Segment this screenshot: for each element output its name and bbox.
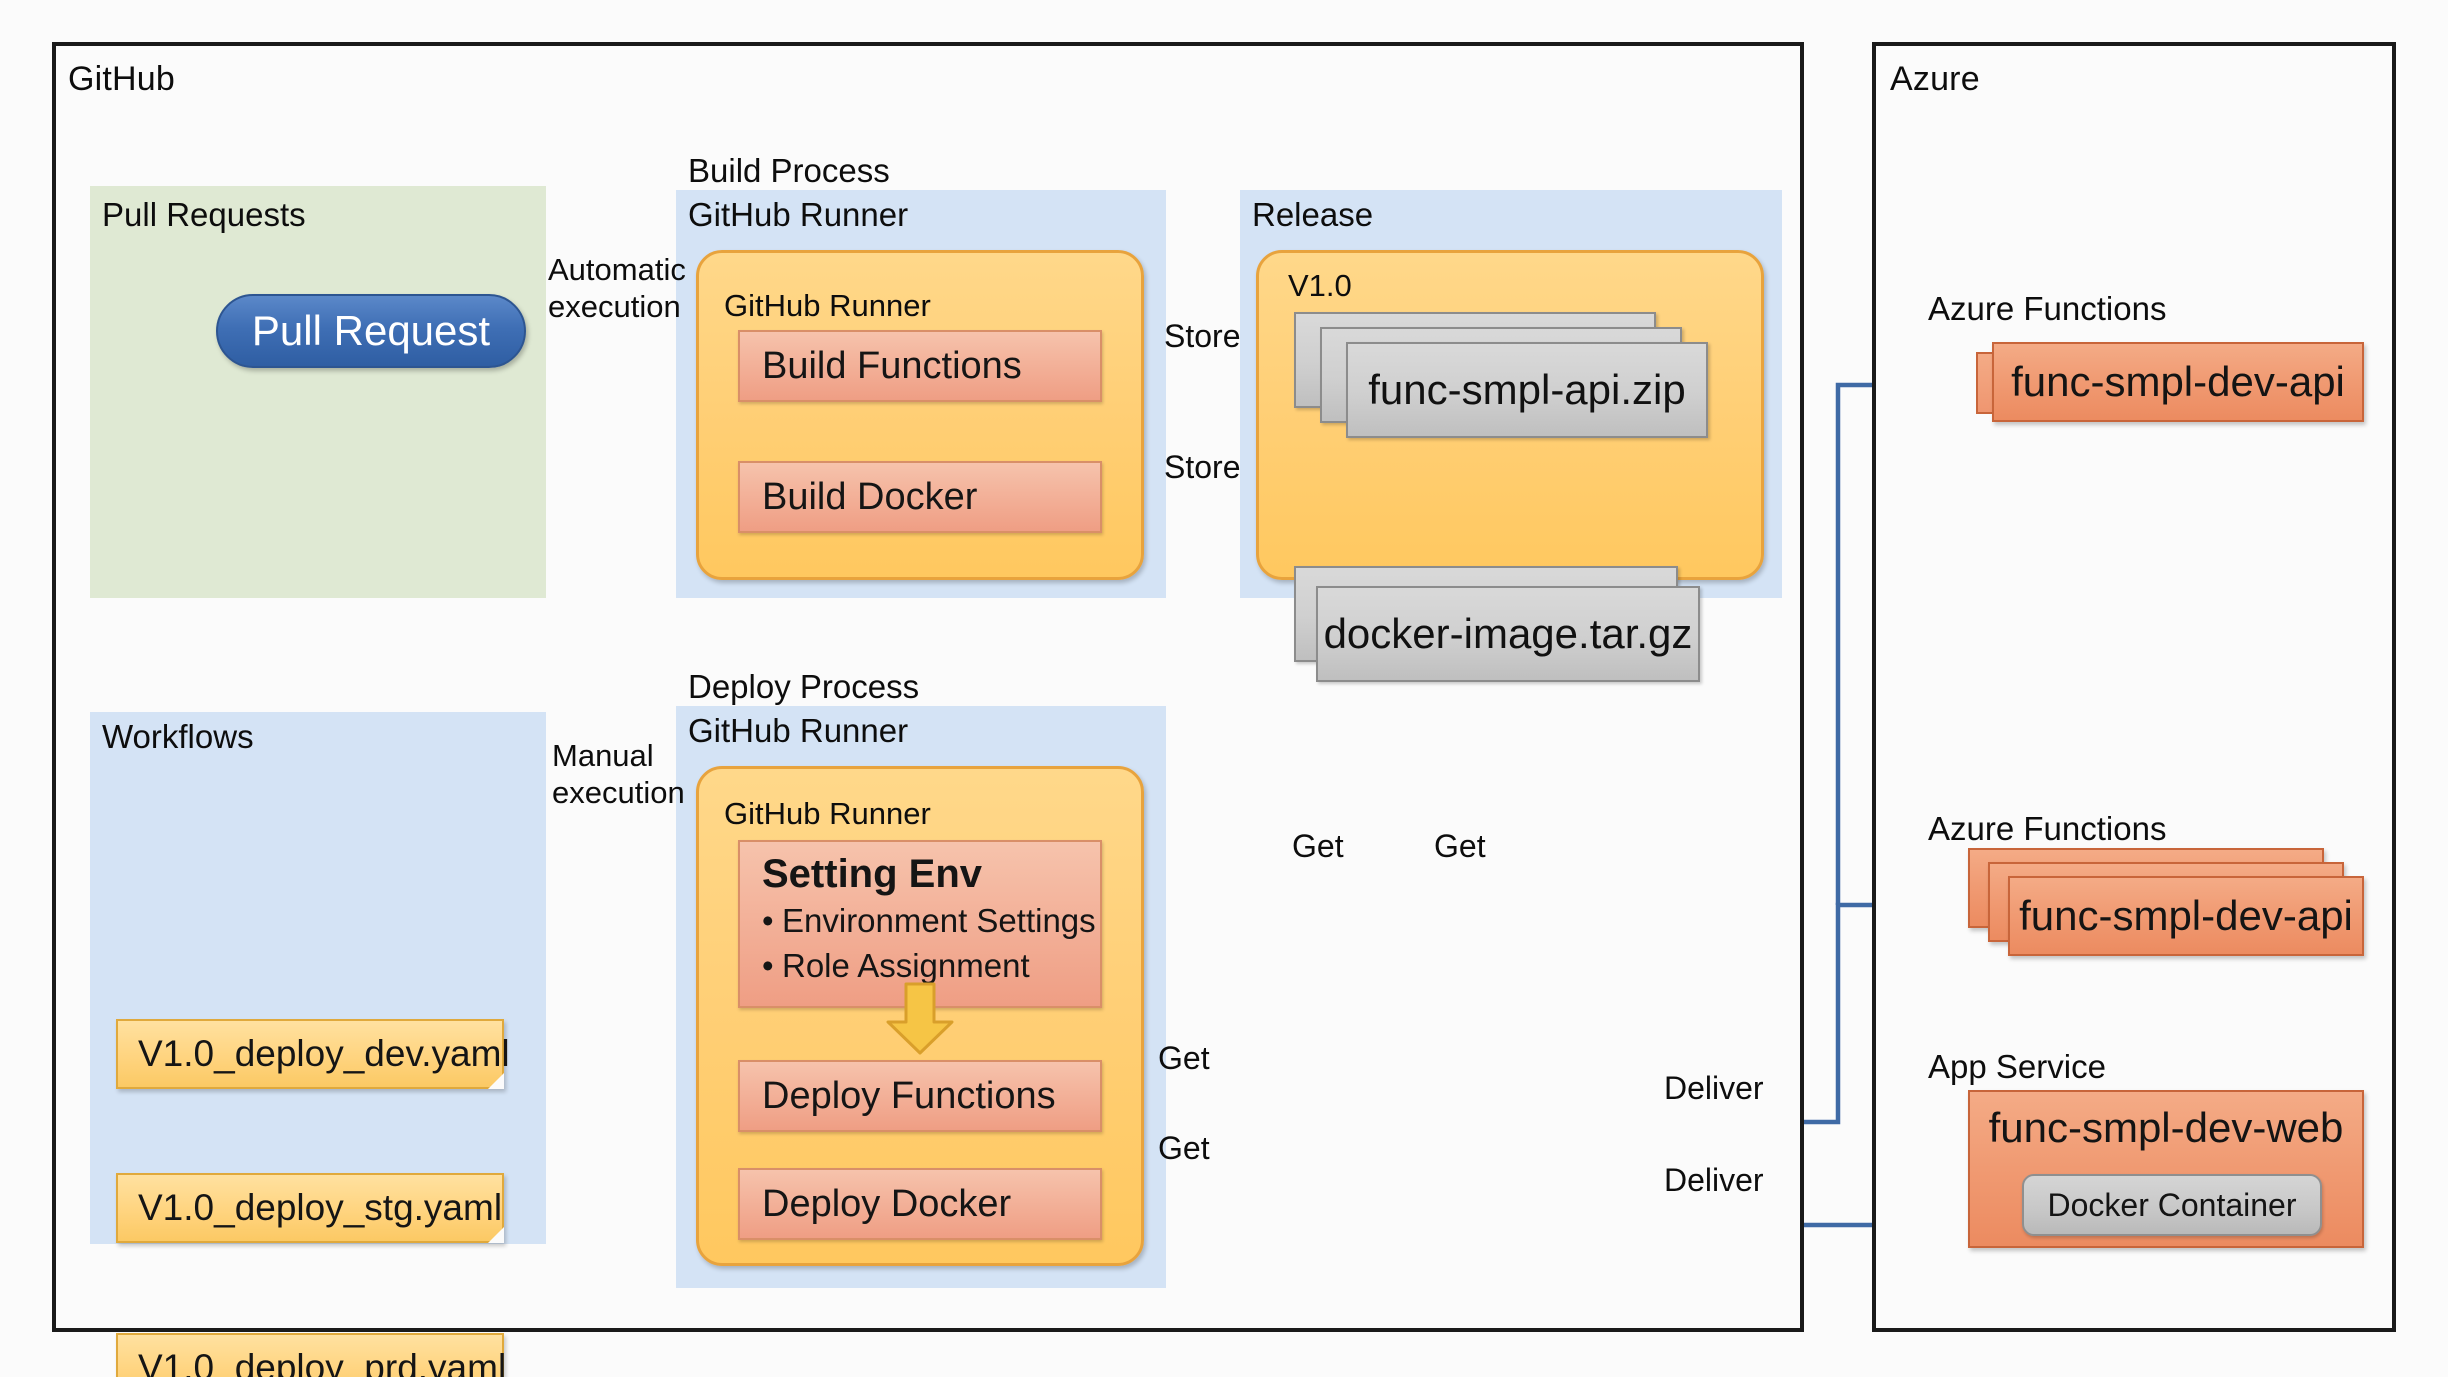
deploy-docker-label: Deploy Docker [762,1182,1012,1225]
azure-functions-2-group-label: Azure Functions [1928,810,2167,847]
artifact-zip-stack[interactable]: func-smpl-api.zip [1294,312,1714,438]
app-service-group-label: App Service [1928,1048,2106,1085]
app-service-label: func-smpl-dev-web [1988,1104,2344,1151]
edge-label-automatic-line1: Automatic [548,252,686,287]
workflow-file-dev[interactable]: V1.0_deploy_dev.yaml [116,1019,510,1089]
release-version-label: V1.0 [1288,268,1352,303]
pull-request-node[interactable]: Pull Request [216,294,526,368]
edge-label-store-functions: Store [1164,318,1241,354]
azure-functions-1-group-label: Azure Functions [1928,290,2167,327]
pull-requests-title: Pull Requests [102,196,306,233]
deploy-process-title: Deploy Process [688,668,920,705]
deploy-process-group-title: GitHub Runner [688,712,909,749]
setting-env-step[interactable]: Setting Env Environment Settings Role As… [738,840,1102,1008]
edge-label-deliver-docker: Deliver [1664,1162,1764,1198]
workflow-file-stg[interactable]: V1.0_deploy_stg.yaml [116,1173,504,1243]
azure-functions-1-label: func-smpl-dev-api [2011,358,2345,405]
edge-label-get-tar: Get [1434,828,1486,864]
docker-container-label: Docker Container [2047,1186,2297,1223]
edge-label-manual-execution: Manual execution [552,738,685,811]
edge-label-store-docker: Store [1164,449,1241,485]
workflow-file-prd-label: V1.0_deploy_prd.yaml [138,1347,507,1377]
deploy-docker-step[interactable]: Deploy Docker [738,1168,1102,1240]
edge-label-automatic-line2: execution [548,288,681,324]
docker-container-chip[interactable]: Docker Container [2022,1174,2322,1236]
azure-functions-2-stack[interactable]: func-smpl-dev-api [1968,848,2368,966]
artifact-tar-label: docker-image.tar.gz [1323,610,1693,657]
workflows-title: Workflows [102,718,254,755]
azure-panel-label: Azure [1890,60,1980,98]
setting-env-bullet-1: Role Assignment [740,944,1030,989]
github-panel-label: GitHub [68,60,176,98]
azure-functions-2-layer-front: func-smpl-dev-api [2008,876,2364,956]
workflows-group [90,712,546,1244]
edge-label-get-zip: Get [1292,828,1344,864]
edge-label-manual-line2: execution [552,774,685,810]
edge-label-automatic-execution: Automatic execution [548,252,686,325]
artifact-tar-stack[interactable]: docker-image.tar.gz [1294,566,1714,682]
flow-down-arrow-icon [886,982,954,1055]
build-docker-step[interactable]: Build Docker [738,461,1102,533]
build-runner-title: GitHub Runner [724,288,931,323]
setting-env-bullet-0: Environment Settings [740,899,1096,944]
build-process-group-title: GitHub Runner [688,196,909,233]
setting-env-title: Setting Env [762,852,983,896]
workflow-file-dev-label: V1.0_deploy_dev.yaml [138,1033,510,1074]
build-process-title: Build Process [688,152,890,189]
deploy-runner-title: GitHub Runner [724,796,931,831]
deploy-functions-label: Deploy Functions [762,1074,1056,1117]
edge-label-get-docker: Get [1158,1130,1210,1166]
artifact-zip-label: func-smpl-api.zip [1368,366,1686,413]
edge-label-get-functions: Get [1158,1040,1210,1076]
azure-functions-2-label: func-smpl-dev-api [2019,892,2353,939]
build-docker-label: Build Docker [762,475,978,518]
build-functions-step[interactable]: Build Functions [738,330,1102,402]
deploy-functions-step[interactable]: Deploy Functions [738,1060,1102,1132]
azure-functions-1[interactable]: func-smpl-dev-api [1992,342,2364,422]
workflow-file-stg-label: V1.0_deploy_stg.yaml [138,1187,503,1228]
workflow-file-prd[interactable]: V1.0_deploy_prd.yaml [116,1333,507,1377]
release-title: Release [1252,196,1374,233]
pull-requests-group [90,186,546,598]
app-service-resource[interactable]: func-smpl-dev-web Docker Container [1968,1090,2364,1248]
artifact-zip-layer-front: func-smpl-api.zip [1346,342,1708,438]
edge-label-deliver-functions: Deliver [1664,1070,1764,1106]
edge-label-manual-line1: Manual [552,738,654,773]
pull-request-label: Pull Request [251,307,491,354]
artifact-tar-layer-front: docker-image.tar.gz [1316,586,1700,682]
build-functions-label: Build Functions [762,344,1022,387]
